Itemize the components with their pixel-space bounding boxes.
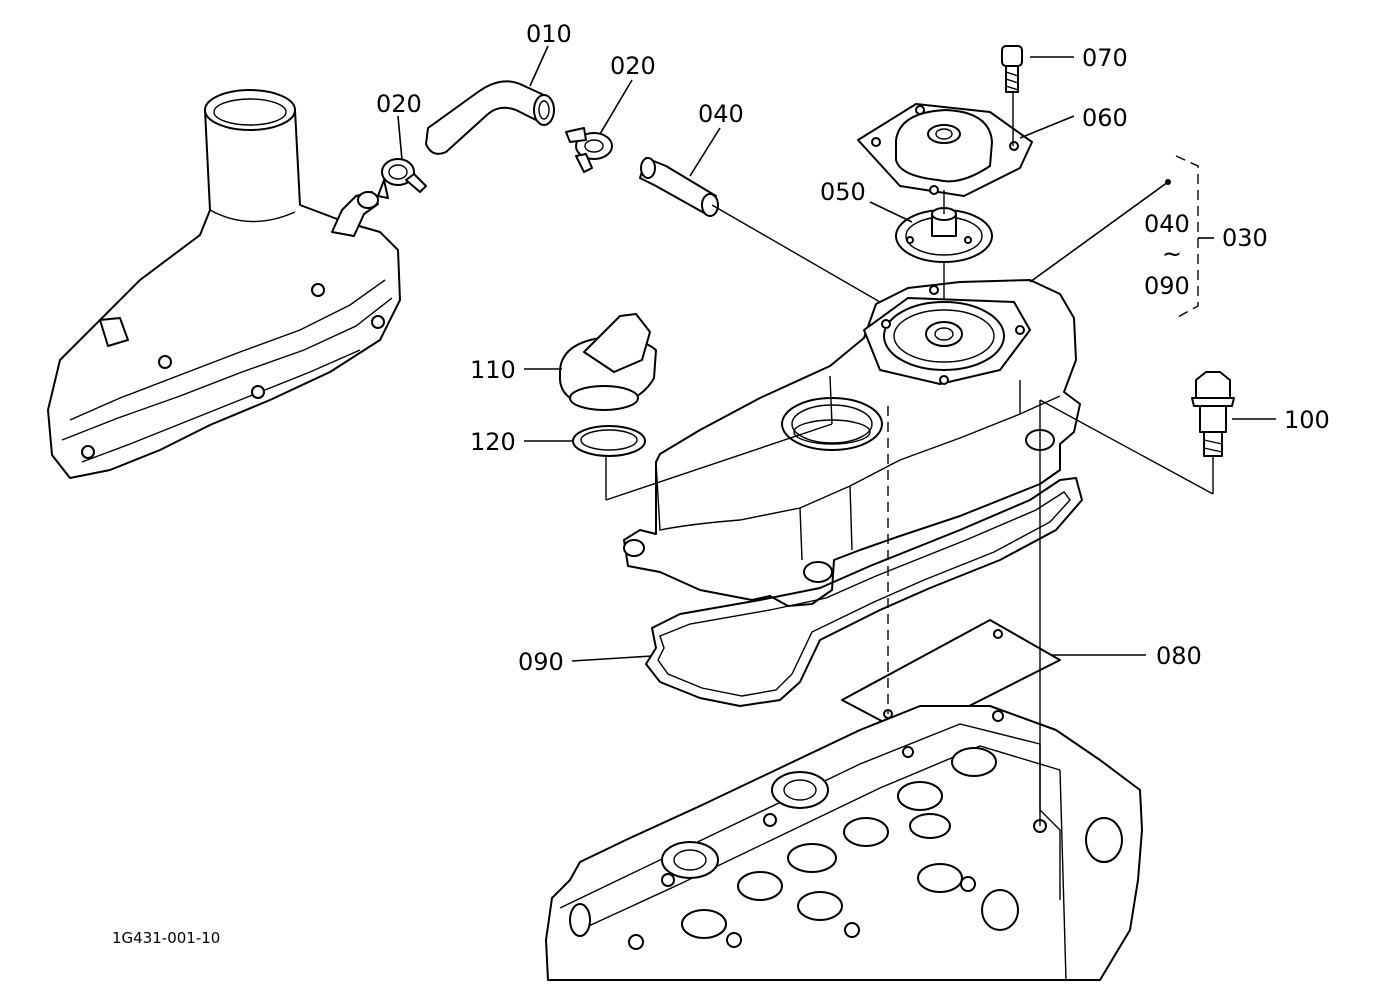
callout-020-right: 020 bbox=[610, 52, 656, 80]
leader-dot bbox=[1165, 179, 1171, 185]
breather-diaphragm bbox=[895, 207, 993, 263]
head-cover bbox=[623, 279, 1081, 607]
breather-elbow bbox=[331, 191, 379, 237]
callout-070: 070 bbox=[1082, 44, 1128, 72]
cylinder-head bbox=[545, 705, 1143, 981]
callout-090: 090 bbox=[518, 648, 564, 676]
breather-cover bbox=[857, 103, 1033, 197]
hose-clamp-right bbox=[565, 127, 613, 173]
assembly-lines bbox=[605, 92, 1214, 826]
intake-manifold bbox=[47, 89, 401, 479]
callout-110: 110 bbox=[470, 356, 516, 384]
leader-lines bbox=[397, 45, 1276, 662]
callout-040-range-start: 040 bbox=[1144, 210, 1190, 238]
o-ring bbox=[572, 425, 646, 457]
callout-060: 060 bbox=[1082, 104, 1128, 132]
callout-100: 100 bbox=[1284, 406, 1330, 434]
callout-050: 050 bbox=[820, 178, 866, 206]
flange-bolt bbox=[1191, 371, 1235, 457]
hose-clamp-left bbox=[377, 158, 427, 199]
callout-080: 080 bbox=[1156, 642, 1202, 670]
head-cover-gasket bbox=[645, 477, 1083, 707]
callout-range-tilde: ~ bbox=[1162, 240, 1182, 268]
callout-120: 120 bbox=[470, 428, 516, 456]
oil-filler-cap bbox=[559, 313, 657, 411]
drawing-code: 1G431-001-10 bbox=[112, 929, 220, 947]
callout-labels: 010 020 020 040 050 060 070 040 ~ 090 03… bbox=[376, 20, 1330, 676]
callout-010: 010 bbox=[526, 20, 572, 48]
callout-090-range-end: 090 bbox=[1144, 272, 1190, 300]
breather-hose bbox=[425, 80, 555, 155]
range-bracket bbox=[1175, 155, 1199, 319]
callout-040: 040 bbox=[698, 100, 744, 128]
callout-020-left: 020 bbox=[376, 90, 422, 118]
callout-030: 030 bbox=[1222, 224, 1268, 252]
breather-pipe bbox=[639, 157, 719, 217]
cap-screw bbox=[1001, 45, 1023, 93]
